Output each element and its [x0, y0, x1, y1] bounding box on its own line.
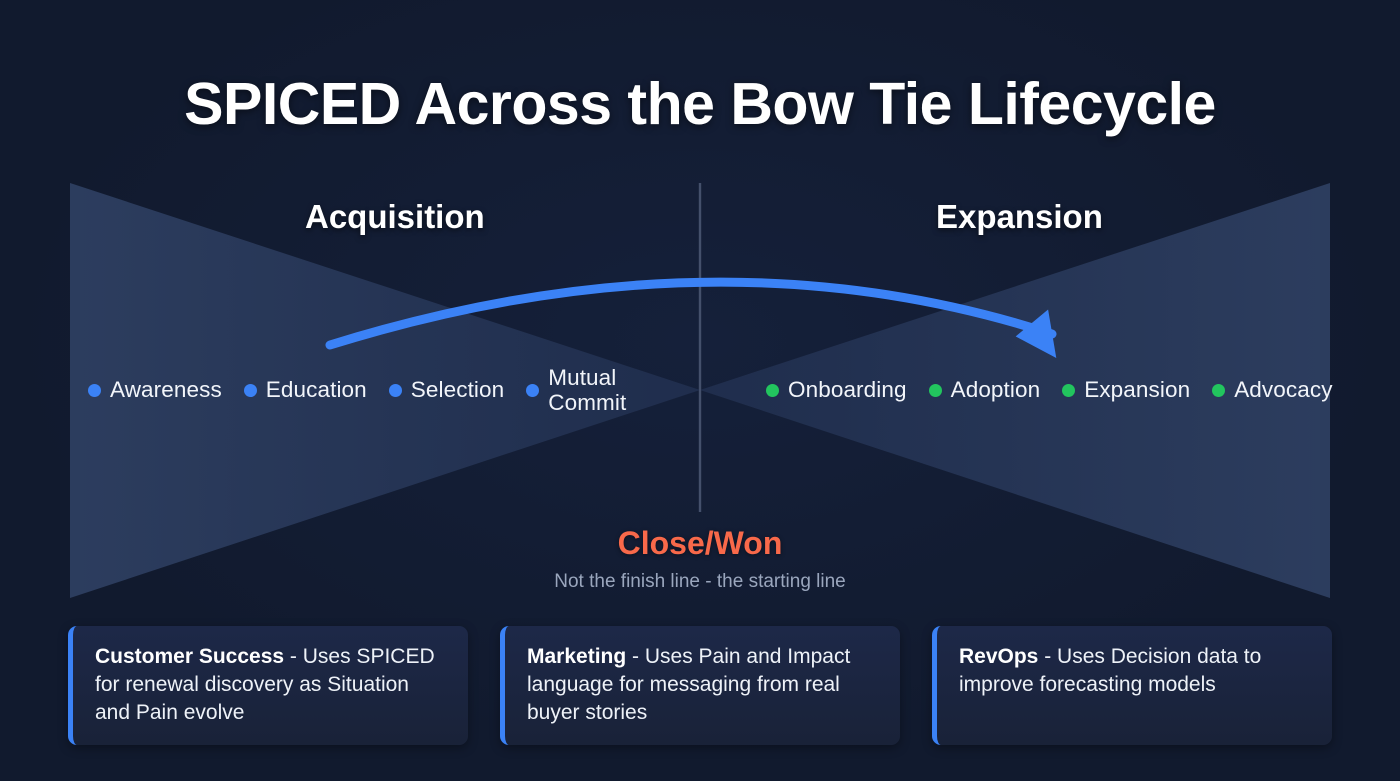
stage-dot-icon [1062, 383, 1076, 397]
role-card-title: Marketing [527, 645, 627, 668]
journey-arrow-head [1015, 309, 1057, 359]
page-title: SPICED Across the Bow Tie Lifecycle [184, 71, 1216, 137]
stage-item-onboarding[interactable]: Onboarding [766, 377, 907, 403]
stage-item-adoption[interactable]: Adoption [928, 377, 1041, 403]
stage-item-advocacy[interactable]: Advocacy [1212, 377, 1332, 403]
close-won-title: Close/Won [617, 525, 783, 561]
role-card-title: RevOps [959, 645, 1039, 668]
stage-dot-icon [388, 383, 402, 397]
stage-label: Onboarding [788, 377, 907, 403]
role-card-text: Customer Success - Uses SPICED for renew… [95, 643, 446, 727]
stage-dot-icon [928, 383, 942, 397]
stage-label: Advocacy [1234, 377, 1333, 403]
stage-item-selection[interactable]: Selection [388, 377, 505, 403]
stage-dot-icon [88, 383, 101, 397]
role-card-marketing[interactable]: Marketing - Uses Pain and Impact languag… [500, 626, 900, 745]
expansion-stage-list: Onboarding Adoption Expansion Advocacy [766, 366, 1333, 414]
stage-item-expansion[interactable]: Expansion [1062, 377, 1190, 403]
role-card-description: - Uses SPICED for renewal discovery as S… [95, 645, 435, 724]
stage-label: Awareness [110, 377, 222, 403]
phase-label-expansion: Expansion [936, 198, 1103, 235]
role-card-text: RevOps - Uses Decision data to improve f… [959, 643, 1310, 699]
stage-dot-icon [243, 383, 257, 397]
role-card-title: Customer Success [95, 645, 285, 668]
stage-dot-icon [526, 383, 540, 397]
stage-label: Adoption [950, 377, 1041, 403]
close-won-subtitle: Not the finish line - the starting line [554, 571, 846, 592]
role-card-text: Marketing - Uses Pain and Impact languag… [527, 643, 878, 727]
stage-label: Expansion [1084, 377, 1191, 403]
stage-label: Education [265, 377, 367, 403]
acquisition-stage-list: Awareness Education Selection Mutual Com… [88, 365, 626, 415]
role-card-list: Customer Success - Uses SPICED for renew… [68, 626, 1332, 745]
role-card-revops[interactable]: RevOps - Uses Decision data to improve f… [932, 626, 1332, 745]
journey-arc-path [325, 277, 1057, 350]
role-card-customer-success[interactable]: Customer Success - Uses SPICED for renew… [68, 626, 468, 745]
role-card-description: - Uses Decision data to improve forecast… [959, 645, 1262, 696]
stage-item-mutual-commit[interactable]: Mutual Commit [526, 365, 626, 415]
stage-label: Mutual Commit [548, 364, 627, 415]
stage-item-education[interactable]: Education [243, 377, 367, 403]
stage-dot-icon [1212, 383, 1226, 397]
stage-item-awareness[interactable]: Awareness [88, 377, 222, 403]
phase-label-acquisition: Acquisition [305, 198, 485, 235]
role-card-description: - Uses Pain and Impact language for mess… [527, 645, 851, 724]
stage-label: Selection [410, 377, 505, 403]
stage-dot-icon [766, 383, 779, 397]
